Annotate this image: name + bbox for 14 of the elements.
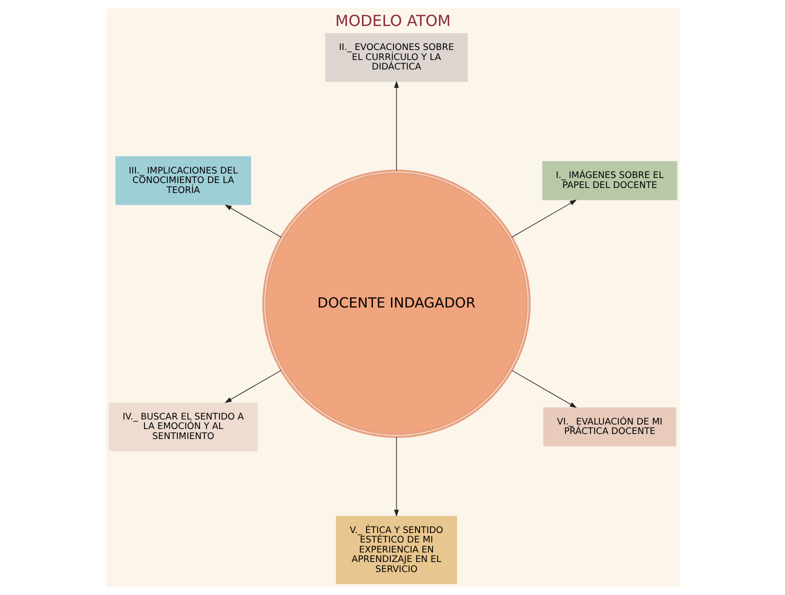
- arrow: [510, 200, 576, 238]
- arrow: [510, 370, 576, 408]
- node-box: I._ IMÁGENES SOBRE EL PAPEL DEL DOCENTE: [542, 161, 677, 200]
- node-circle: DOCENTE INDAGADOR: [262, 170, 530, 438]
- node-box: V._ ÉTICA Y SENTIDO ESTÉTICO DE MI EXPERIENCIA EN APRENDIZAJE EN EL SERVICIO: [335, 516, 457, 584]
- node-box: II._ EVOCACIONES SOBRE EL CURRÍCULO Y LA DIDÁCTICA: [324, 33, 468, 82]
- arrow: [224, 204, 281, 238]
- arrow: [394, 436, 398, 517]
- arrow: [224, 370, 281, 403]
- node-box: VI._ EVALUACIÓN DE MI PRÁCTICA DOCENTE: [542, 407, 676, 446]
- arrow: [394, 80, 398, 171]
- node-box: IV._ BUSCAR EL SENTIDO A LA EMOCIÓN Y AL SENTIMIENTO: [108, 402, 258, 452]
- node-box: III._ IMPLICACIONES DEL CONOCIMIENTO DE LA TEORÍA: [114, 156, 251, 205]
- diagram-title: MODELO ATOM: [334, 12, 450, 30]
